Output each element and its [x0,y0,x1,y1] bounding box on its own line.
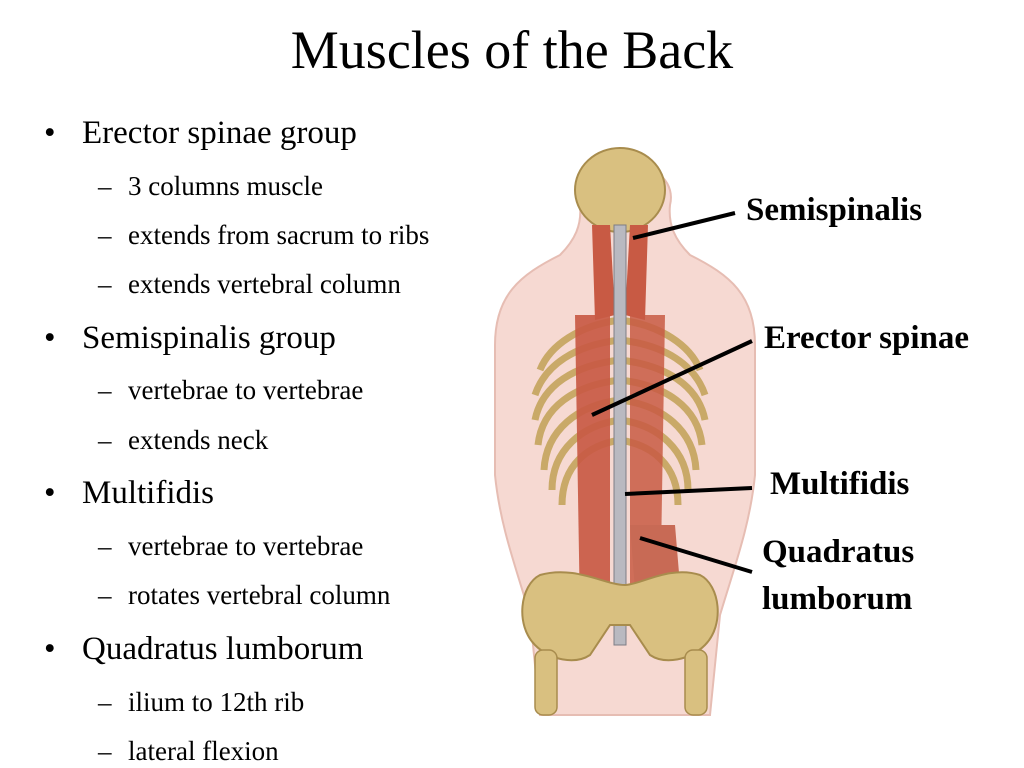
erector-spinae-muscle [575,315,610,615]
bullet-item: • Semispinalis group [44,318,336,358]
sub-bullet-text: 3 columns muscle [128,171,323,201]
bullet-mark: • [44,475,56,511]
sub-bullet-mark: – [98,425,112,455]
neck-muscles [592,225,615,320]
sub-bullet-mark: – [98,580,112,610]
sub-bullet-text: rotates vertebral column [128,580,391,610]
pelvis [521,571,719,662]
left-femur [534,649,558,716]
bullet-text: Multifidis [82,475,215,511]
sub-bullet-item: –3 columns muscle [98,169,323,203]
vertebral-column [613,224,627,646]
bullet-text: Erector spinae group [82,115,357,151]
sub-bullet-item: –vertebrae to vertebrae [98,529,363,563]
right-femur [684,649,708,716]
bullet-item: • Quadratus lumborum [44,629,363,669]
sub-bullet-item: –extends from sacrum to ribs [98,218,429,252]
sub-bullet-mark: – [98,171,112,201]
bullet-item: • Multifidis [44,473,214,513]
sub-bullet-mark: – [98,687,112,717]
label-quadratus-line1: Quadratus [762,534,915,570]
sub-bullet-item: –rotates vertebral column [98,578,390,612]
sub-bullet-text: vertebrae to vertebrae [128,531,364,561]
slide-title: Muscles of the Back [290,20,734,80]
sub-bullet-mark: – [98,531,112,561]
sub-bullet-item: –extends vertebral column [98,267,401,301]
label-erector-spinae: Erector spinae [764,320,970,356]
label-semispinalis: Semispinalis [746,192,923,228]
label-quadratus-line2: lumborum [762,581,913,617]
label-multifidis: Multifidis [770,466,910,502]
sub-bullet-text: extends from sacrum to ribs [128,220,430,250]
bullet-list: •Erector spinae group –3 columns muscle … [44,113,429,768]
sub-bullet-item: –lateral flexion [98,734,279,768]
bullet-item: • Erector spinae group [44,113,357,153]
bullet-mark: • [44,320,56,356]
bullet-text: Semispinalis group [82,320,336,356]
neck-muscles-right [625,225,648,320]
bullet-text: Quadratus lumborum [82,631,364,667]
skull [574,147,666,233]
sub-bullet-item: –ilium to 12th rib [98,685,304,719]
sub-bullet-text: extends neck [128,425,269,455]
sub-bullet-text: lateral flexion [128,736,279,766]
sub-bullet-item: –vertebrae to vertebrae [98,373,363,407]
sub-bullet-mark: – [98,269,112,299]
sub-bullet-mark: – [98,220,112,250]
sub-bullet-text: ilium to 12th rib [128,687,305,717]
bullet-mark: • [44,115,56,151]
sub-bullet-text: vertebrae to vertebrae [128,375,364,405]
sub-bullet-mark: – [98,375,112,405]
sub-bullet-mark: – [98,736,112,766]
sub-bullet-text: extends vertebral column [128,269,401,299]
bullet-mark: • [44,631,56,667]
back-muscles-illustration [494,147,756,716]
sub-bullet-item: –extends neck [98,423,268,457]
